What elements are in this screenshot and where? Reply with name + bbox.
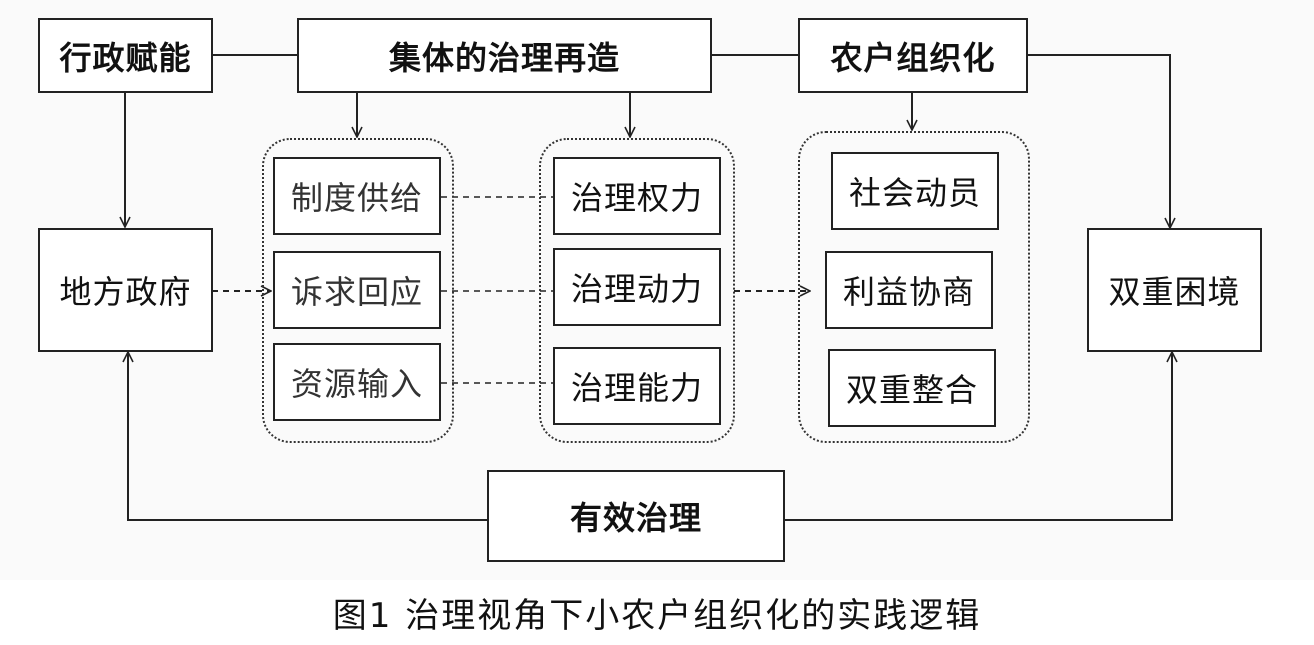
governance-motivation-box: 治理动力 [553,248,721,326]
organization-outcome-group [798,131,1030,443]
governance-capacity-group [539,138,735,443]
arrow-effective-to-government [128,352,487,521]
diagram-canvas: 行政赋能 集体的治理再造 农户组织化 地方政府 双重困境 制度供给 诉求回应 资… [0,18,1314,562]
governance-capability-box: 治理能力 [553,347,721,425]
governance-power-box: 治理权力 [553,157,721,235]
effective-governance-box: 有效治理 [487,470,785,562]
dual-integration-box: 双重整合 [828,349,996,427]
local-government-box: 地方政府 [38,228,213,352]
institution-supply-box: 制度供给 [273,157,441,235]
arrow-effective-to-dilemma [785,352,1172,521]
admin-empowerment-box: 行政赋能 [38,18,213,93]
collective-reconstruction-box: 集体的治理再造 [297,18,712,93]
farmer-organization-box: 农户组织化 [798,18,1028,93]
governance-mechanism-group [262,138,454,443]
resource-input-box: 资源输入 [273,343,441,421]
figure-caption: 图1 治理视角下小农户组织化的实践逻辑 [332,596,982,636]
dual-dilemma-box: 双重困境 [1087,228,1262,352]
demand-response-box: 诉求回应 [273,251,441,329]
interest-negotiation-box: 利益协商 [825,251,993,329]
connector-layer [0,54,1314,521]
arrow-farmer-to-dilemma [1028,54,1170,228]
social-mobilization-box: 社会动员 [831,152,999,230]
